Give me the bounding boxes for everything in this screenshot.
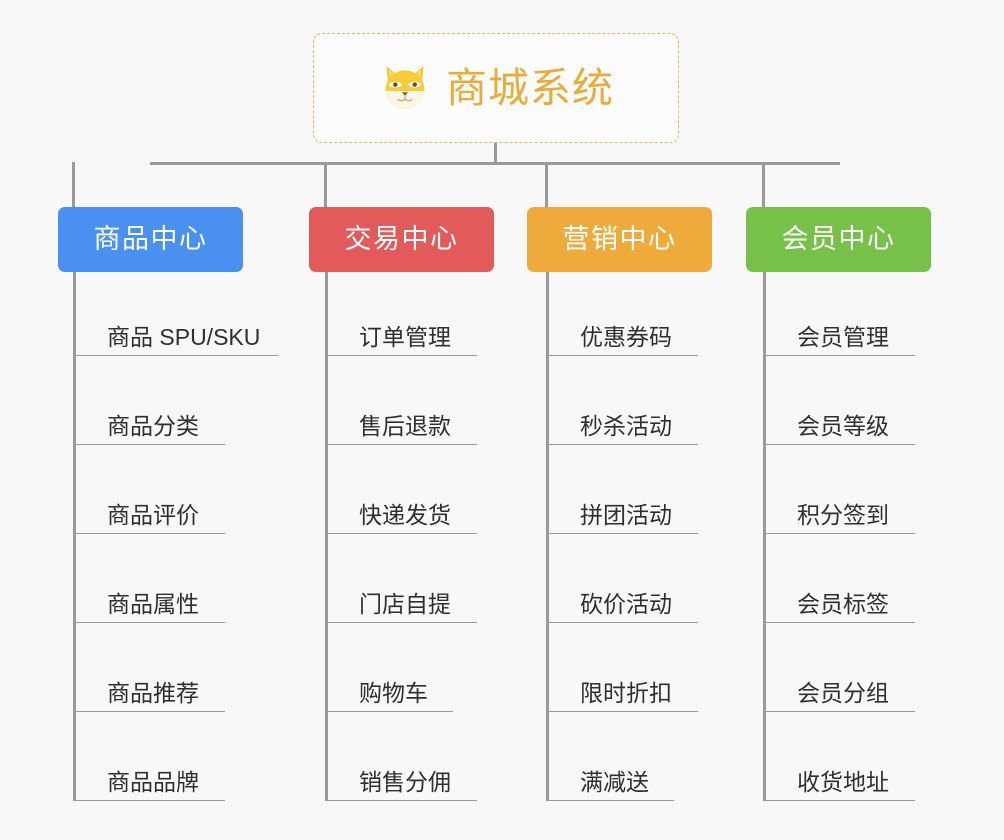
- connector-drop-3: [545, 162, 548, 208]
- leaf-label: 满减送: [580, 769, 649, 795]
- leaf-label: 商品属性: [107, 591, 199, 617]
- category-box-1[interactable]: 商品中心: [58, 207, 243, 272]
- leaf-underline: [546, 443, 698, 445]
- leaf-underline: [763, 710, 915, 712]
- leaf-label: 秒杀活动: [580, 413, 672, 439]
- leaf-label: 快递发货: [359, 502, 451, 528]
- leaf-underline: [325, 354, 477, 356]
- category-label: 会员中心: [781, 224, 896, 254]
- leaf-label: 商品推荐: [107, 680, 199, 706]
- leaf-underline: [546, 710, 698, 712]
- leaf-underline: [763, 799, 915, 801]
- column-spine: [325, 272, 328, 801]
- leaf-label: 拼团活动: [580, 502, 672, 528]
- connector-drop-2: [324, 162, 327, 208]
- leaf-label: 售后退款: [359, 413, 451, 439]
- leaf-underline: [325, 799, 477, 801]
- column-spine: [73, 272, 76, 801]
- leaf-underline: [325, 621, 477, 623]
- column-spine: [546, 272, 549, 801]
- leaf-label: 销售分佣: [359, 769, 451, 795]
- leaf-label: 门店自提: [359, 591, 451, 617]
- category-box-2[interactable]: 交易中心: [309, 207, 494, 272]
- leaf-label: 订单管理: [359, 324, 451, 350]
- leaf-underline: [763, 354, 915, 356]
- connector-horizontal-bus: [150, 162, 840, 165]
- connector-root-stem: [494, 143, 497, 164]
- leaf-underline: [546, 354, 698, 356]
- connector-drop-4: [762, 162, 765, 208]
- category-box-3[interactable]: 营销中心: [527, 207, 712, 272]
- leaf-label: 会员等级: [797, 413, 889, 439]
- leaf-underline: [325, 443, 477, 445]
- shiba-dog-face-icon: [378, 61, 432, 115]
- leaf-label: 购物车: [359, 680, 428, 706]
- leaf-label: 商品 SPU/SKU: [107, 324, 261, 350]
- leaf-label: 积分签到: [797, 502, 889, 528]
- category-label: 交易中心: [344, 224, 459, 254]
- connector-drop-1: [72, 162, 75, 208]
- leaf-underline: [546, 532, 698, 534]
- leaf-label: 会员标签: [797, 591, 889, 617]
- leaf-underline: [546, 799, 674, 801]
- leaf-underline: [73, 799, 225, 801]
- leaf-label: 砍价活动: [580, 591, 672, 617]
- leaf-label: 商品分类: [107, 413, 199, 439]
- leaf-underline: [325, 532, 477, 534]
- category-label: 商品中心: [93, 224, 208, 254]
- root-node-mall-system[interactable]: 商城系统: [313, 33, 679, 143]
- leaf-underline: [763, 621, 915, 623]
- leaf-label: 商品品牌: [107, 769, 199, 795]
- leaf-underline: [763, 443, 915, 445]
- leaf-label: 会员管理: [797, 324, 889, 350]
- leaf-label: 商品评价: [107, 502, 199, 528]
- leaf-label: 收货地址: [797, 769, 889, 795]
- leaf-underline: [546, 621, 698, 623]
- category-box-4[interactable]: 会员中心: [746, 207, 931, 272]
- leaf-underline: [73, 443, 225, 445]
- root-title: 商城系统: [446, 64, 614, 111]
- leaf-underline: [73, 710, 225, 712]
- leaf-label: 会员分组: [797, 680, 889, 706]
- leaf-underline: [73, 621, 225, 623]
- category-label: 营销中心: [562, 224, 677, 254]
- leaf-underline: [73, 354, 278, 356]
- leaf-underline: [763, 532, 915, 534]
- leaf-label: 限时折扣: [580, 680, 672, 706]
- leaf-label: 优惠券码: [580, 324, 672, 350]
- leaf-underline: [325, 710, 453, 712]
- column-spine: [763, 272, 766, 801]
- leaf-underline: [73, 532, 225, 534]
